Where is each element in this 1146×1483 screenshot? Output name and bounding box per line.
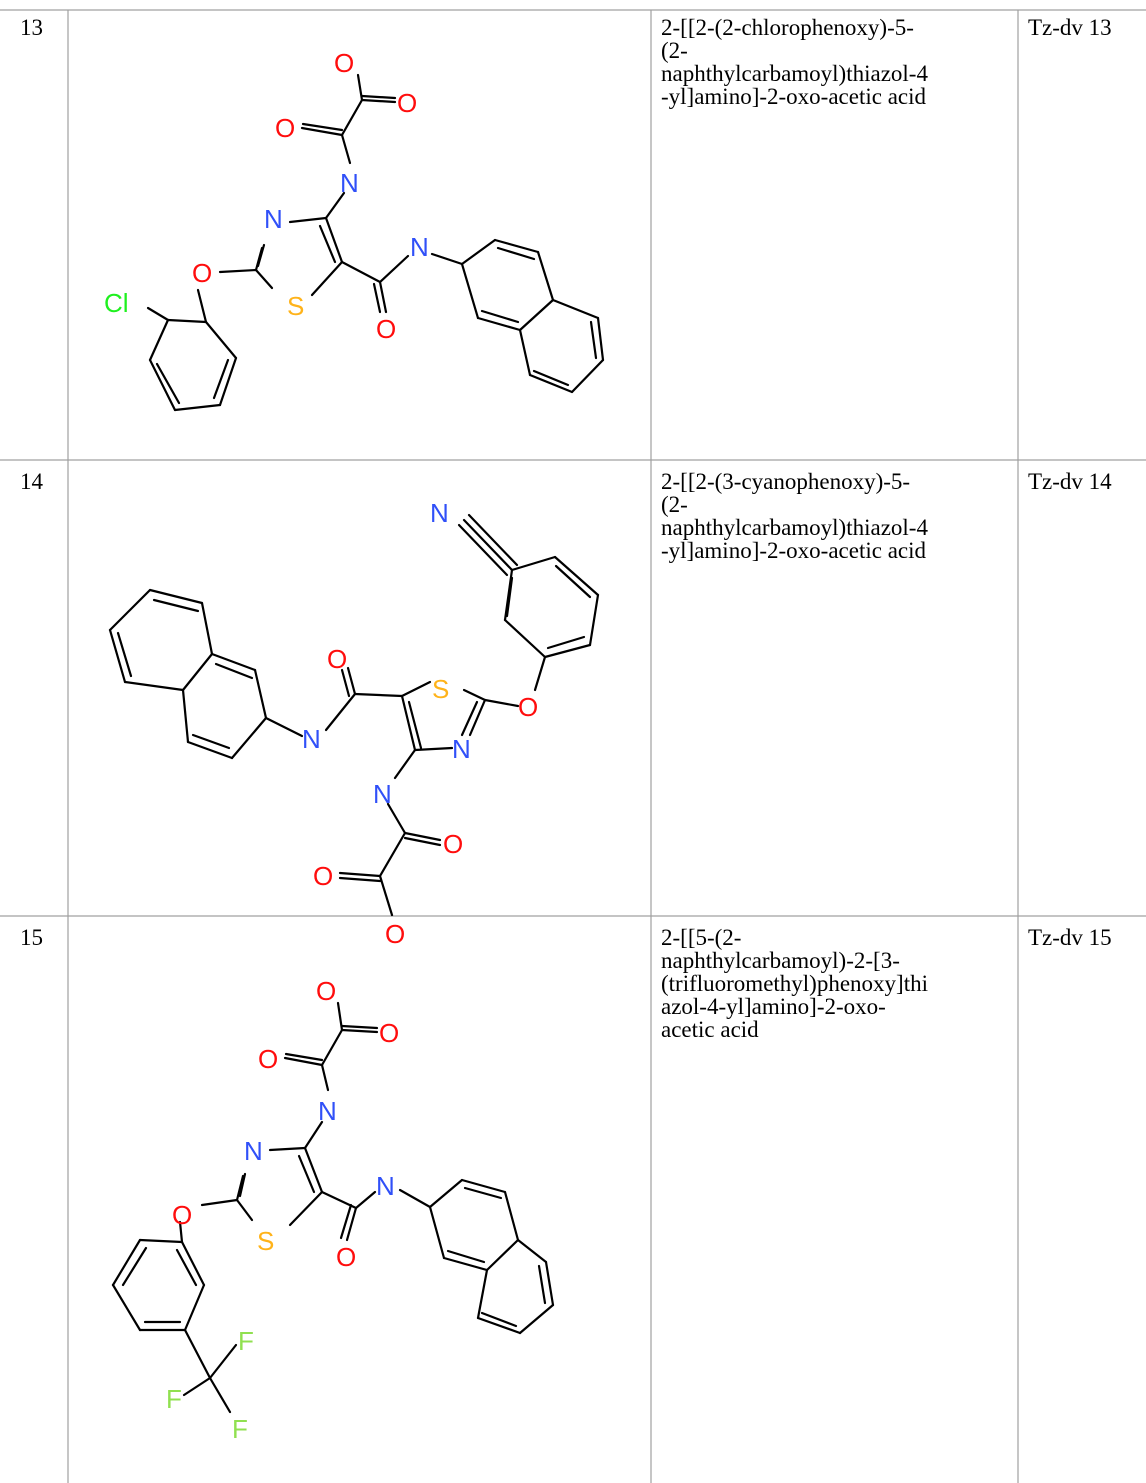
structure-compound-14 xyxy=(108,513,600,917)
name-line: (trifluoromethyl)phenoxy]thi xyxy=(661,971,928,996)
row-13-code: Tz-dv 13 xyxy=(1028,15,1112,40)
atom-label-o: O xyxy=(397,88,417,118)
row-14-number: 14 xyxy=(20,469,43,494)
atom-label-n: N xyxy=(340,168,359,198)
atom-label-f: F xyxy=(232,1414,248,1444)
atom-label-n: N xyxy=(302,724,321,754)
row-13-name: 2-[[2-(2-chlorophenoxy)-5- (2- naphthylc… xyxy=(661,16,928,108)
atom-label-n: N xyxy=(264,204,283,234)
name-line: naphthylcarbamoyl)thiazol-4 xyxy=(661,61,928,86)
atom-label-o: O xyxy=(385,919,405,949)
atom-label-n: N xyxy=(410,232,429,262)
atom-label-f: F xyxy=(166,1384,182,1414)
row-14-name: 2-[[2-(3-cyanophenoxy)-5- (2- naphthylca… xyxy=(661,470,928,562)
atom-label-o: O xyxy=(313,861,333,891)
name-line: 2-[[2-(2-chlorophenoxy)-5- xyxy=(661,15,914,40)
structure-compound-15 xyxy=(111,1001,555,1414)
row-14-code: Tz-dv 14 xyxy=(1028,469,1112,494)
atom-label-n: N xyxy=(376,1171,395,1201)
name-line: acetic acid xyxy=(661,1017,759,1042)
name-line: 2-[[2-(3-cyanophenoxy)-5- xyxy=(661,469,911,494)
name-line: -yl]amino]-2-oxo-acetic acid xyxy=(661,538,927,563)
name-line: 2-[[5-(2- xyxy=(661,925,742,950)
atom-label-n: N xyxy=(373,779,392,809)
name-line: (2- xyxy=(661,492,688,517)
atom-label-o: O xyxy=(172,1200,192,1230)
name-line: -yl]amino]-2-oxo-acetic acid xyxy=(661,84,927,109)
atom-label-s: S xyxy=(287,291,304,321)
atom-label-n: N xyxy=(318,1096,337,1126)
atom-label-n: N xyxy=(244,1136,263,1166)
row-15-number: 15 xyxy=(20,925,43,950)
atom-label-o: O xyxy=(518,692,538,722)
atom-label-o: O xyxy=(275,113,295,143)
atom-label-o: O xyxy=(258,1044,278,1074)
atom-label-f: F xyxy=(238,1326,254,1356)
atom-label-o: O xyxy=(327,644,347,674)
row-15-name: 2-[[5-(2- naphthylcarbamoyl)-2-[3- (trif… xyxy=(661,926,928,1041)
atom-label-s: S xyxy=(432,674,449,704)
atom-label-o: O xyxy=(376,314,396,344)
structure-compound-13 xyxy=(146,73,605,412)
name-line: azol-4-yl]amino]-2-oxo- xyxy=(661,994,886,1019)
atom-label-o: O xyxy=(316,976,336,1006)
atom-label-cl: Cl xyxy=(104,288,129,318)
atom-label-o: O xyxy=(379,1018,399,1048)
atom-label-o: O xyxy=(192,258,212,288)
atom-label-s: S xyxy=(257,1226,274,1256)
atom-label-n: N xyxy=(452,734,471,764)
atom-label-o: O xyxy=(334,48,354,78)
row-15-code: Tz-dv 15 xyxy=(1028,925,1112,950)
name-line: naphthylcarbamoyl)-2-[3- xyxy=(661,948,900,973)
row-13-number: 13 xyxy=(20,15,43,40)
name-line: naphthylcarbamoyl)thiazol-4 xyxy=(661,515,928,540)
atom-label-n: N xyxy=(430,498,449,528)
name-line: (2- xyxy=(661,38,688,63)
atom-label-o: O xyxy=(336,1242,356,1272)
table-grid xyxy=(0,9,1146,1483)
atom-label-o: O xyxy=(443,829,463,859)
